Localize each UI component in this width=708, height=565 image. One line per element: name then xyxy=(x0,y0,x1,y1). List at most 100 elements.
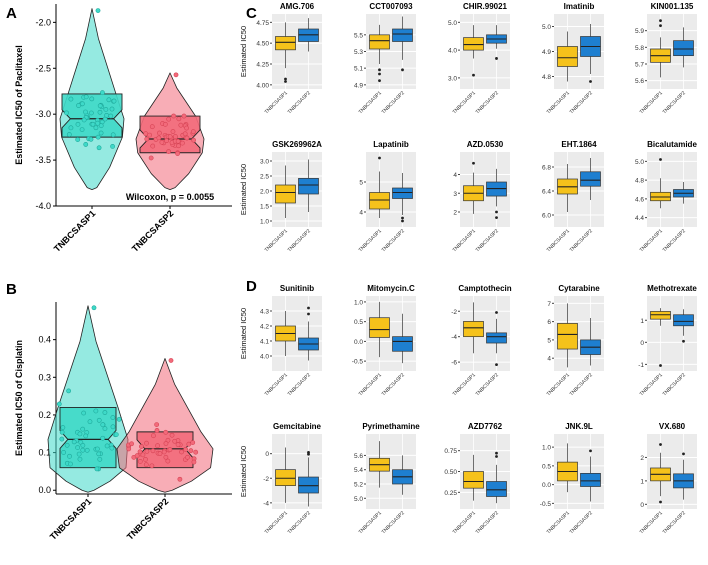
y-tick-label: -4 xyxy=(451,334,457,341)
data-point xyxy=(138,444,144,449)
y-tick-label: 2 xyxy=(640,455,644,462)
y-axis-label: Estimated IC50 xyxy=(239,26,248,77)
x-tick-label: TNBCSASP1 xyxy=(546,228,571,253)
y-tick-label: 4.50 xyxy=(256,41,269,48)
y-tick-label: 1 xyxy=(640,478,644,485)
data-point xyxy=(59,436,65,442)
subplot-title: Lapatinib xyxy=(373,140,409,149)
y-tick-label: 4.8 xyxy=(635,178,644,185)
box xyxy=(369,317,390,338)
outlier-point xyxy=(378,68,381,72)
x-tick-label: TNBCSASP2 xyxy=(569,228,594,253)
x-tick-label: TNBCSASP2 xyxy=(662,90,687,115)
outlier-point xyxy=(495,455,498,458)
data-point xyxy=(94,466,100,472)
y-tick-label: 4.0 xyxy=(260,354,269,361)
data-point xyxy=(143,456,148,462)
y-tick-label: 0.2 xyxy=(38,410,51,420)
y-tick-label: 6.4 xyxy=(542,189,551,196)
y-tick-label: 0.75 xyxy=(444,448,457,455)
y-tick-label: 7 xyxy=(547,301,551,308)
y-tick-label: 4.9 xyxy=(354,82,363,89)
y-tick-label: 6.0 xyxy=(542,213,551,220)
data-point xyxy=(190,129,196,135)
y-tick-label: -4 xyxy=(263,500,269,507)
data-point xyxy=(170,129,176,134)
y-tick-label: 4.00 xyxy=(256,82,269,89)
y-tick-label: 4 xyxy=(453,172,457,179)
outlier-point xyxy=(495,216,498,220)
x-tick-label: TNBCSASP2 xyxy=(662,510,687,535)
subplot-title: CHIR.99021 xyxy=(463,2,508,11)
x-tick-label: TNBCSASP1 xyxy=(452,228,477,253)
box xyxy=(650,311,671,320)
y-tick-label: 5.9 xyxy=(635,28,644,35)
y-tick-label: 0.1 xyxy=(38,448,51,458)
y-tick-label: 0.5 xyxy=(354,319,363,326)
data-point xyxy=(96,451,102,457)
data-point xyxy=(156,135,162,141)
panel-letter-d: D xyxy=(246,278,257,295)
outlier-point xyxy=(495,451,498,455)
data-point xyxy=(93,125,99,131)
data-point xyxy=(110,424,116,430)
y-tick-label: -3.5 xyxy=(35,155,51,165)
x-tick-label: TNBCSASP1 xyxy=(264,228,289,253)
data-point xyxy=(186,441,192,447)
data-point xyxy=(88,136,94,142)
x-tick-label: TNBCSASP2 xyxy=(381,510,406,535)
y-tick-label: 4.8 xyxy=(542,74,551,81)
y-tick-label: 2.0 xyxy=(260,189,269,196)
data-point xyxy=(150,448,156,454)
data-point xyxy=(76,103,81,108)
box xyxy=(486,332,507,344)
data-point xyxy=(182,131,188,137)
y-tick-label: 4.1 xyxy=(260,339,269,346)
outlier-point xyxy=(378,156,381,160)
data-point xyxy=(96,145,102,151)
box xyxy=(275,36,296,51)
data-point xyxy=(159,139,165,145)
data-point xyxy=(179,140,185,146)
data-point xyxy=(154,422,160,427)
x-tick-label: TNBCSASP2 xyxy=(569,90,594,115)
data-point xyxy=(140,452,146,458)
data-point xyxy=(66,132,72,137)
data-point xyxy=(88,110,94,116)
data-point xyxy=(93,408,99,414)
y-tick-label: 5.0 xyxy=(542,24,551,31)
x-tick-label: TNBCSASP2 xyxy=(475,90,500,115)
data-point xyxy=(155,443,160,449)
y-tick-label: 5.0 xyxy=(635,159,644,166)
y-tick-label: -4.0 xyxy=(35,201,51,211)
panel-letter-b: B xyxy=(6,281,17,298)
box xyxy=(463,321,484,338)
data-point xyxy=(113,432,119,438)
x-tick-label: TNBCSASP1 xyxy=(546,510,571,535)
outlier-point xyxy=(495,210,498,214)
panel-letter-c: C xyxy=(246,5,257,22)
x-tick-label: TNBCSASP2 xyxy=(662,372,687,397)
x-tick-label: TNBCSASP1 xyxy=(546,90,571,115)
y-tick-label: 5.4 xyxy=(354,467,363,474)
data-point xyxy=(154,428,160,433)
data-point xyxy=(90,121,96,127)
data-point xyxy=(184,135,190,141)
subplot-sunitinib: Sunitinib4.04.14.24.3TNBCSASP1TNBCSASP2E… xyxy=(239,284,322,397)
subplot-title: VX.680 xyxy=(659,422,686,431)
plot-background xyxy=(460,14,510,89)
outlier-point xyxy=(378,79,381,83)
y-axis-label: Estimated IC50 of Paclitaxel xyxy=(14,45,24,165)
subplot-title: Methotrexate xyxy=(647,284,697,293)
y-tick-label: 5.0 xyxy=(448,20,457,27)
box xyxy=(369,192,390,210)
outlier-point xyxy=(659,158,662,161)
subplot-gsk269962a: GSK269962A1.01.52.02.53.0TNBCSASP1TNBCSA… xyxy=(239,140,322,253)
subplot-title: Gemcitabine xyxy=(273,422,322,431)
data-point xyxy=(144,448,150,454)
y-tick-label: 3.0 xyxy=(448,75,457,82)
